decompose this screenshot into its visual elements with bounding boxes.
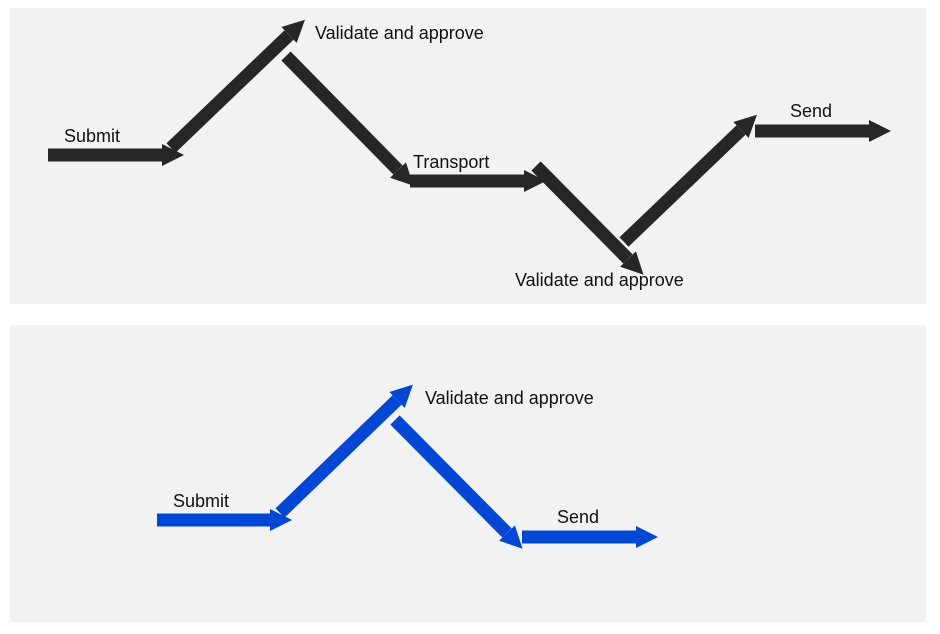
new-validate-label: Validate and approve (425, 388, 594, 408)
current-validate-label: Validate and approve (315, 23, 484, 43)
current-second-validate-down-arrow (531, 161, 644, 275)
new-process-arrows (157, 384, 659, 549)
new-submit-label: Submit (173, 491, 230, 511)
current-send-label: Send (790, 101, 833, 121)
current-validate-up-arrow (166, 19, 305, 153)
current-transport-label: Transport (413, 152, 490, 172)
current-second-validate-label: Validate and approve (515, 270, 684, 290)
new-validate-up-arrow (275, 384, 413, 518)
current-second-validate-up-arrow (619, 114, 757, 247)
new-validate-down-arrow (390, 415, 523, 549)
current-submit-label: Submit (64, 126, 121, 146)
new-send-label: Send (557, 507, 600, 527)
new-process-panel (10, 325, 926, 622)
current-validate-down-arrow (281, 51, 414, 186)
current-process-arrows (48, 19, 892, 275)
